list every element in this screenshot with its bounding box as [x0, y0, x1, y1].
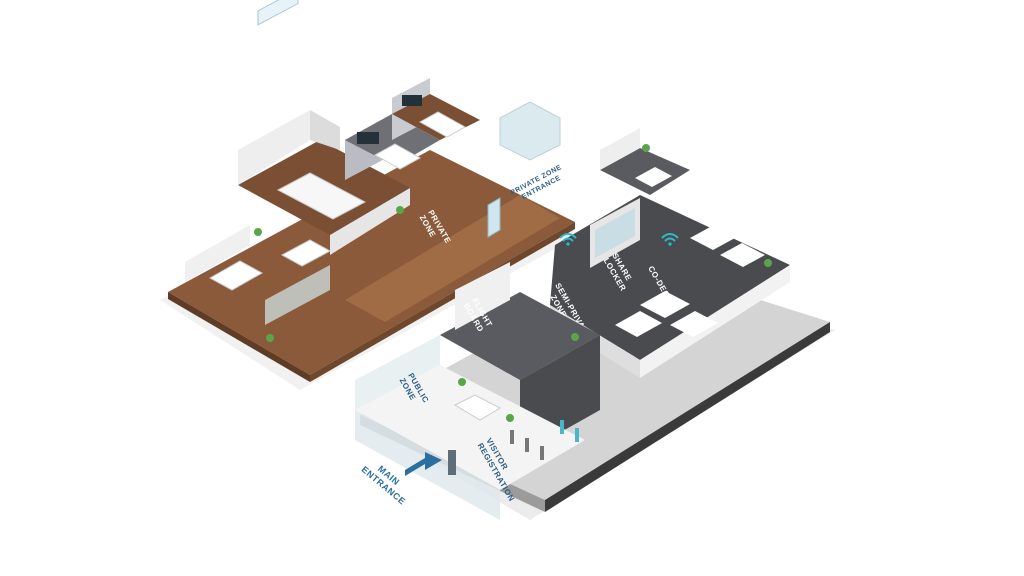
meeting-table[interactable] [276, 172, 367, 220]
wifi-icon [559, 233, 577, 246]
private-zone-gate[interactable] [487, 197, 501, 238]
plant [764, 259, 772, 267]
upper-meeting-room [600, 148, 690, 195]
wood-floor-edge-right [310, 222, 575, 382]
tv-screen-1 [357, 132, 379, 144]
upper-meeting-table[interactable] [635, 167, 672, 187]
plant [506, 414, 514, 422]
co-desk-5[interactable] [670, 311, 718, 337]
glass-room [499, 101, 561, 161]
turnstile-gates[interactable] [510, 420, 579, 460]
desk-row-2[interactable] [418, 111, 467, 138]
plant [266, 334, 274, 342]
plant [642, 144, 650, 152]
plant [571, 333, 579, 341]
lobby-glass-wall-left [355, 335, 440, 410]
glass-partition-left [265, 265, 330, 325]
open-desk-1[interactable] [208, 260, 264, 291]
entrance-door[interactable] [448, 450, 456, 475]
share-locker-glass [595, 208, 635, 258]
plant [254, 228, 262, 236]
building-base-edge [545, 322, 830, 512]
lobby-floor [355, 365, 585, 490]
private-corridor [345, 195, 560, 322]
co-desk-1[interactable] [690, 226, 735, 250]
open-office-wall [185, 225, 250, 282]
tv-screen-2 [402, 95, 422, 106]
reception-desk[interactable] [453, 394, 502, 421]
co-desk-3[interactable] [640, 291, 690, 318]
meeting-room-wall-front [330, 188, 410, 255]
co-desk-4[interactable] [615, 311, 662, 337]
plant [458, 378, 466, 386]
meeting-room-wall-left [238, 110, 310, 185]
desk-row-1[interactable] [373, 143, 422, 170]
upper-meeting-wall [600, 128, 640, 170]
flight-board-wall [455, 262, 510, 330]
grey-room-1-floor [345, 114, 440, 166]
co-desk-2[interactable] [720, 243, 765, 267]
wood-floor-edge [168, 292, 310, 382]
open-desk-2[interactable] [280, 239, 332, 267]
wifi-icon [661, 233, 679, 246]
display-screen [257, 0, 299, 26]
main-entrance-arrow[interactable] [405, 452, 442, 476]
meeting-room-wall-back [310, 110, 340, 150]
plant [396, 206, 404, 214]
